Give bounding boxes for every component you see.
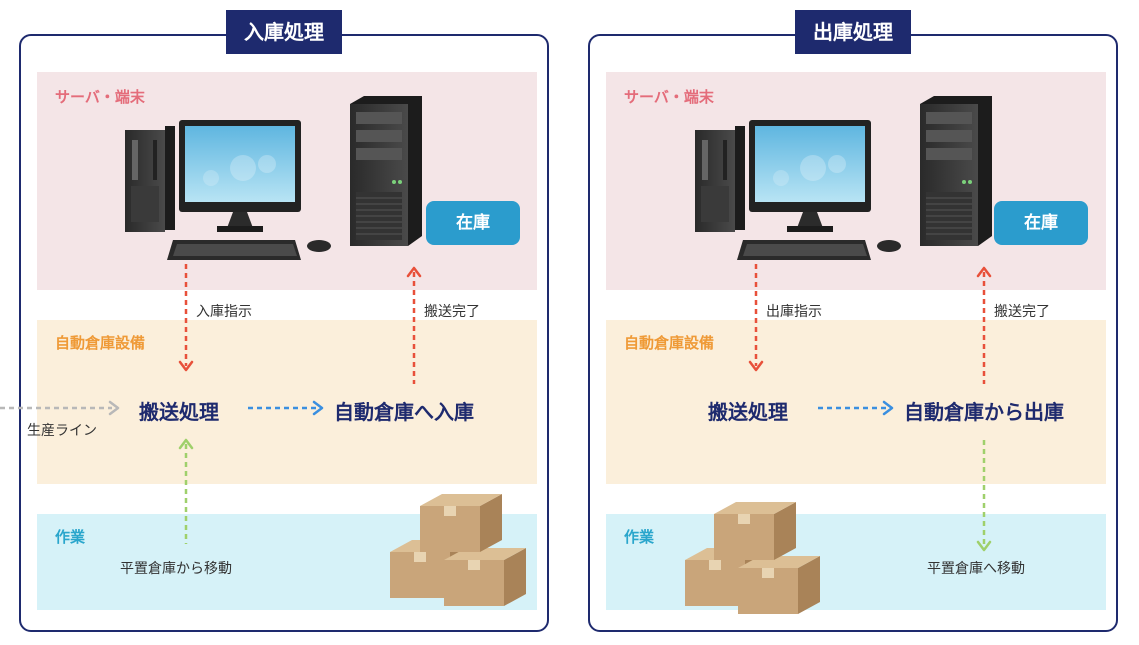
auto-zone-label: 自動倉庫設備 <box>55 334 146 352</box>
move-label: 平置倉庫から移動 <box>120 561 232 577</box>
outbound-title: 出庫処理 <box>795 10 911 54</box>
server-tower-icon <box>919 95 993 247</box>
move-label: 平置倉庫へ移動 <box>927 561 1025 577</box>
production-line-label: 生産ライン <box>27 423 97 439</box>
transport-process-label: 搬送処理 <box>139 400 219 424</box>
complete-label: 搬送完了 <box>424 304 480 320</box>
transport-process-label: 搬送処理 <box>708 400 788 424</box>
desktop-computer-icon <box>125 120 331 260</box>
inventory-badge: 在庫 <box>426 201 520 245</box>
inventory-badge: 在庫 <box>994 201 1088 245</box>
desktop-computer-icon <box>695 120 901 260</box>
cardboard-boxes-icon <box>685 502 820 614</box>
automated-warehouse-zone: 自動倉庫設備 <box>606 320 1106 484</box>
cardboard-boxes-icon <box>390 494 526 606</box>
instruction-label: 出庫指示 <box>766 304 822 320</box>
inbound-title: 入庫処理 <box>226 10 342 54</box>
instruction-label: 入庫指示 <box>196 304 252 320</box>
server-zone-label: サーバ・端末 <box>55 88 145 106</box>
server-zone-label: サーバ・端末 <box>624 88 714 106</box>
work-zone-label: 作業 <box>55 528 86 546</box>
server-tower-icon <box>349 95 423 247</box>
complete-label: 搬送完了 <box>994 304 1050 320</box>
retrieval-result-label: 自動倉庫から出庫 <box>904 400 1064 424</box>
storage-result-label: 自動倉庫へ入庫 <box>334 400 474 424</box>
automated-warehouse-zone: 自動倉庫設備 <box>37 320 537 484</box>
work-zone-label: 作業 <box>624 528 655 546</box>
auto-zone-label: 自動倉庫設備 <box>624 334 715 352</box>
